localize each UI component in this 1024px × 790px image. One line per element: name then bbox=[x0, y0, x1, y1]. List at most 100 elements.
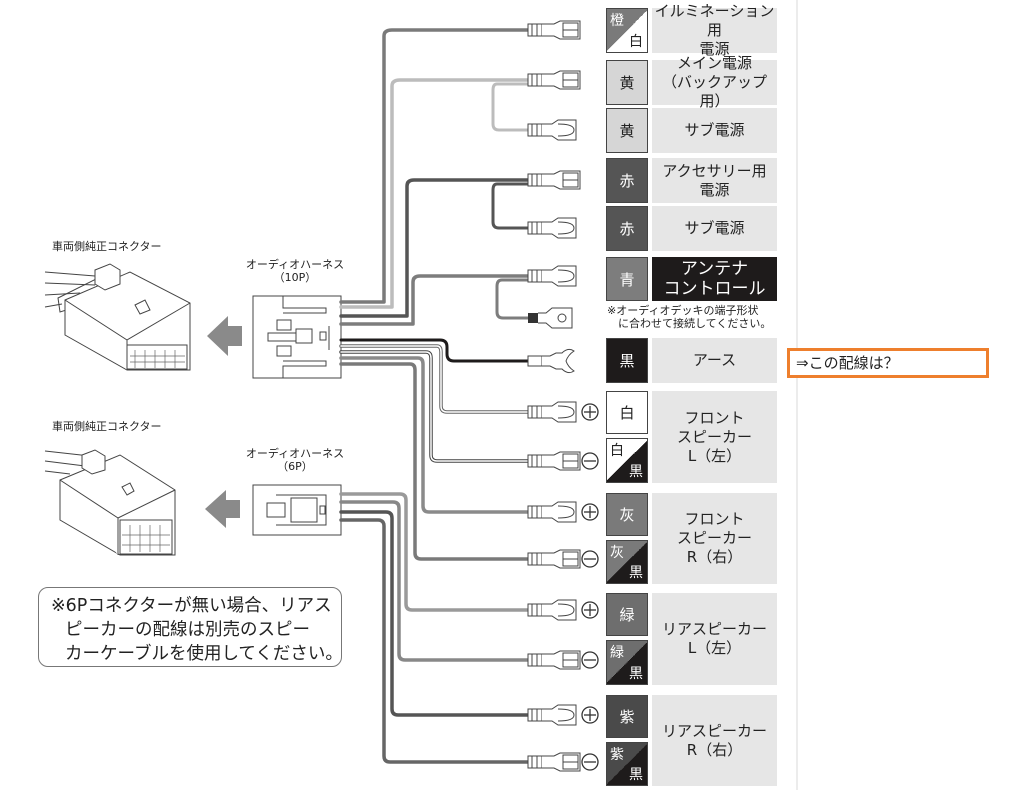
wire-white-inner bbox=[340, 345, 529, 413]
swatch-white-black: 白 黒 bbox=[606, 438, 648, 483]
desc-line: R（右） bbox=[686, 548, 743, 566]
swatch-label: 赤 bbox=[619, 220, 635, 238]
swatch-purple-black: 紫 黒 bbox=[606, 742, 648, 786]
swatch-purple: 紫 bbox=[606, 695, 648, 738]
desc-sub-power-red: サブ電源 bbox=[652, 206, 777, 251]
wire-green bbox=[339, 492, 530, 612]
harness-6p-label-line2: （6P） bbox=[277, 460, 313, 473]
minus-icon bbox=[581, 753, 599, 771]
swatch-label: 灰 bbox=[619, 506, 635, 524]
swatch-label: 白 bbox=[619, 404, 635, 422]
note-line: ピーカーの配線は別売のスピー bbox=[65, 620, 310, 640]
wire-red-branch bbox=[491, 182, 530, 230]
desc-front-speaker-left: フロント スピーカー L（左） bbox=[652, 391, 777, 483]
note-line: に合わせて接続してください。 bbox=[607, 317, 772, 330]
desc-front-speaker-right: フロント スピーカー R（右） bbox=[652, 493, 777, 584]
minus-icon bbox=[581, 452, 599, 470]
desc-line: コントロール bbox=[663, 279, 766, 299]
wire-blue bbox=[339, 274, 530, 326]
swatch-red-sub: 赤 bbox=[606, 206, 648, 251]
desc-ground: アース bbox=[652, 338, 777, 383]
wire-white-black-inner bbox=[340, 351, 529, 462]
harness-10p-label-line1: オーディオハーネス bbox=[245, 258, 345, 271]
swatch-label: 紫 bbox=[610, 747, 624, 763]
wire-white bbox=[339, 344, 530, 414]
minus-icon bbox=[581, 651, 599, 669]
harness-10p-connector bbox=[252, 295, 342, 379]
wire-yellow bbox=[339, 78, 530, 309]
harness-10p-label: オーディオハーネス （10P） bbox=[240, 258, 350, 284]
page-divider bbox=[796, 0, 798, 790]
desc-line: フロント bbox=[684, 408, 745, 427]
minus-icon bbox=[581, 550, 599, 568]
note-line: ※オーディオデッキの端子形状 bbox=[607, 304, 759, 317]
swatch-green-black: 緑 黒 bbox=[606, 640, 648, 685]
desc-line: L（左） bbox=[687, 446, 742, 465]
desc-line: サブ電源 bbox=[684, 121, 745, 139]
swatch-label: 緑 bbox=[619, 606, 635, 624]
swatch-orange-white: 橙 白 bbox=[606, 8, 648, 53]
desc-line: リアスピーカー bbox=[661, 620, 767, 638]
swatch-label: 黄 bbox=[619, 122, 635, 140]
swatch-white: 白 bbox=[606, 391, 648, 434]
swatch-label: 緑 bbox=[610, 645, 624, 661]
swatch-label: 橙 bbox=[610, 13, 624, 29]
swatch-label: 白 bbox=[610, 443, 624, 459]
wire-orange-white bbox=[339, 28, 530, 304]
swatch-label: 黒 bbox=[629, 565, 643, 581]
desc-line: スピーカー bbox=[676, 529, 752, 547]
antenna-terminal-note: ※オーディオデッキの端子形状 に合わせて接続してください。 bbox=[607, 304, 771, 330]
harness-6p-label-line1: オーディオハーネス bbox=[245, 447, 345, 460]
swatch-label: 黒 bbox=[629, 767, 643, 783]
desc-line: リアスピーカー bbox=[661, 721, 767, 740]
desc-line: 電源 bbox=[699, 40, 730, 58]
desc-line: アクセサリー用 bbox=[662, 161, 767, 180]
desc-line: フロント bbox=[684, 510, 745, 528]
desc-line: アンテナ bbox=[680, 259, 749, 279]
swatch-gray-black: 灰 黒 bbox=[606, 540, 648, 584]
swatch-green: 緑 bbox=[606, 593, 648, 636]
wire-yellow-branch bbox=[491, 82, 530, 132]
desc-rear-speaker-left: リアスピーカー L（左） bbox=[652, 593, 777, 685]
plus-icon bbox=[581, 403, 599, 421]
vehicle-connector-10p bbox=[44, 263, 191, 371]
desc-line: R（右） bbox=[686, 740, 743, 759]
desc-line: 電源 bbox=[699, 180, 730, 199]
note-line: カーケーブルを使用してください。 bbox=[65, 644, 343, 664]
swatch-label: 青 bbox=[619, 270, 635, 289]
wire-green-black bbox=[339, 500, 530, 662]
swatch-label: 白 bbox=[629, 34, 643, 50]
wire-purple-black bbox=[339, 518, 530, 764]
harness-6p-label: オーディオハーネス （6P） bbox=[240, 447, 350, 473]
desc-acc-power: アクセサリー用 電源 bbox=[652, 158, 777, 203]
plus-icon bbox=[581, 706, 599, 724]
desc-main-power: メイン電源 （バックアップ用） bbox=[652, 54, 777, 110]
swatch-yellow: 黄 bbox=[606, 60, 648, 105]
swatch-label: 黒 bbox=[629, 464, 643, 480]
swatch-label: 紫 bbox=[619, 708, 635, 726]
desc-antenna-control: アンテナ コントロール bbox=[652, 257, 777, 301]
desc-illumination: イルミネーション用 電源 bbox=[652, 2, 777, 58]
vehicle-connector-6p bbox=[44, 449, 176, 556]
terminals bbox=[527, 20, 581, 772]
wire-blue-branch bbox=[495, 278, 530, 320]
wire-gray-black bbox=[339, 362, 530, 561]
swatch-yellow-sub: 黄 bbox=[606, 108, 648, 153]
note-6p-connector: ※6Pコネクターが無い場合、リアス ピーカーの配線は別売のスピー カーケーブルを… bbox=[38, 587, 343, 667]
desc-line: サブ電源 bbox=[684, 219, 745, 237]
arrow-left-icon bbox=[207, 316, 242, 356]
question-callout[interactable]: ⇒この配線は？ bbox=[787, 348, 989, 378]
swatch-gray: 灰 bbox=[606, 493, 648, 536]
desc-line: イルミネーション用 bbox=[654, 2, 775, 39]
desc-line: メイン電源 bbox=[676, 54, 752, 72]
desc-line: スピーカー bbox=[676, 427, 752, 446]
swatch-label: 黒 bbox=[629, 666, 643, 682]
wire-gray bbox=[339, 356, 530, 514]
plus-icon bbox=[581, 503, 599, 521]
vehicle-connector-bottom-label: 車両側純正コネクター bbox=[52, 420, 162, 433]
swatch-label: 黄 bbox=[619, 74, 635, 92]
desc-rear-speaker-right: リアスピーカー R（右） bbox=[652, 695, 777, 786]
desc-line: L（左） bbox=[687, 639, 742, 657]
desc-sub-power-yellow: サブ電源 bbox=[652, 108, 777, 153]
